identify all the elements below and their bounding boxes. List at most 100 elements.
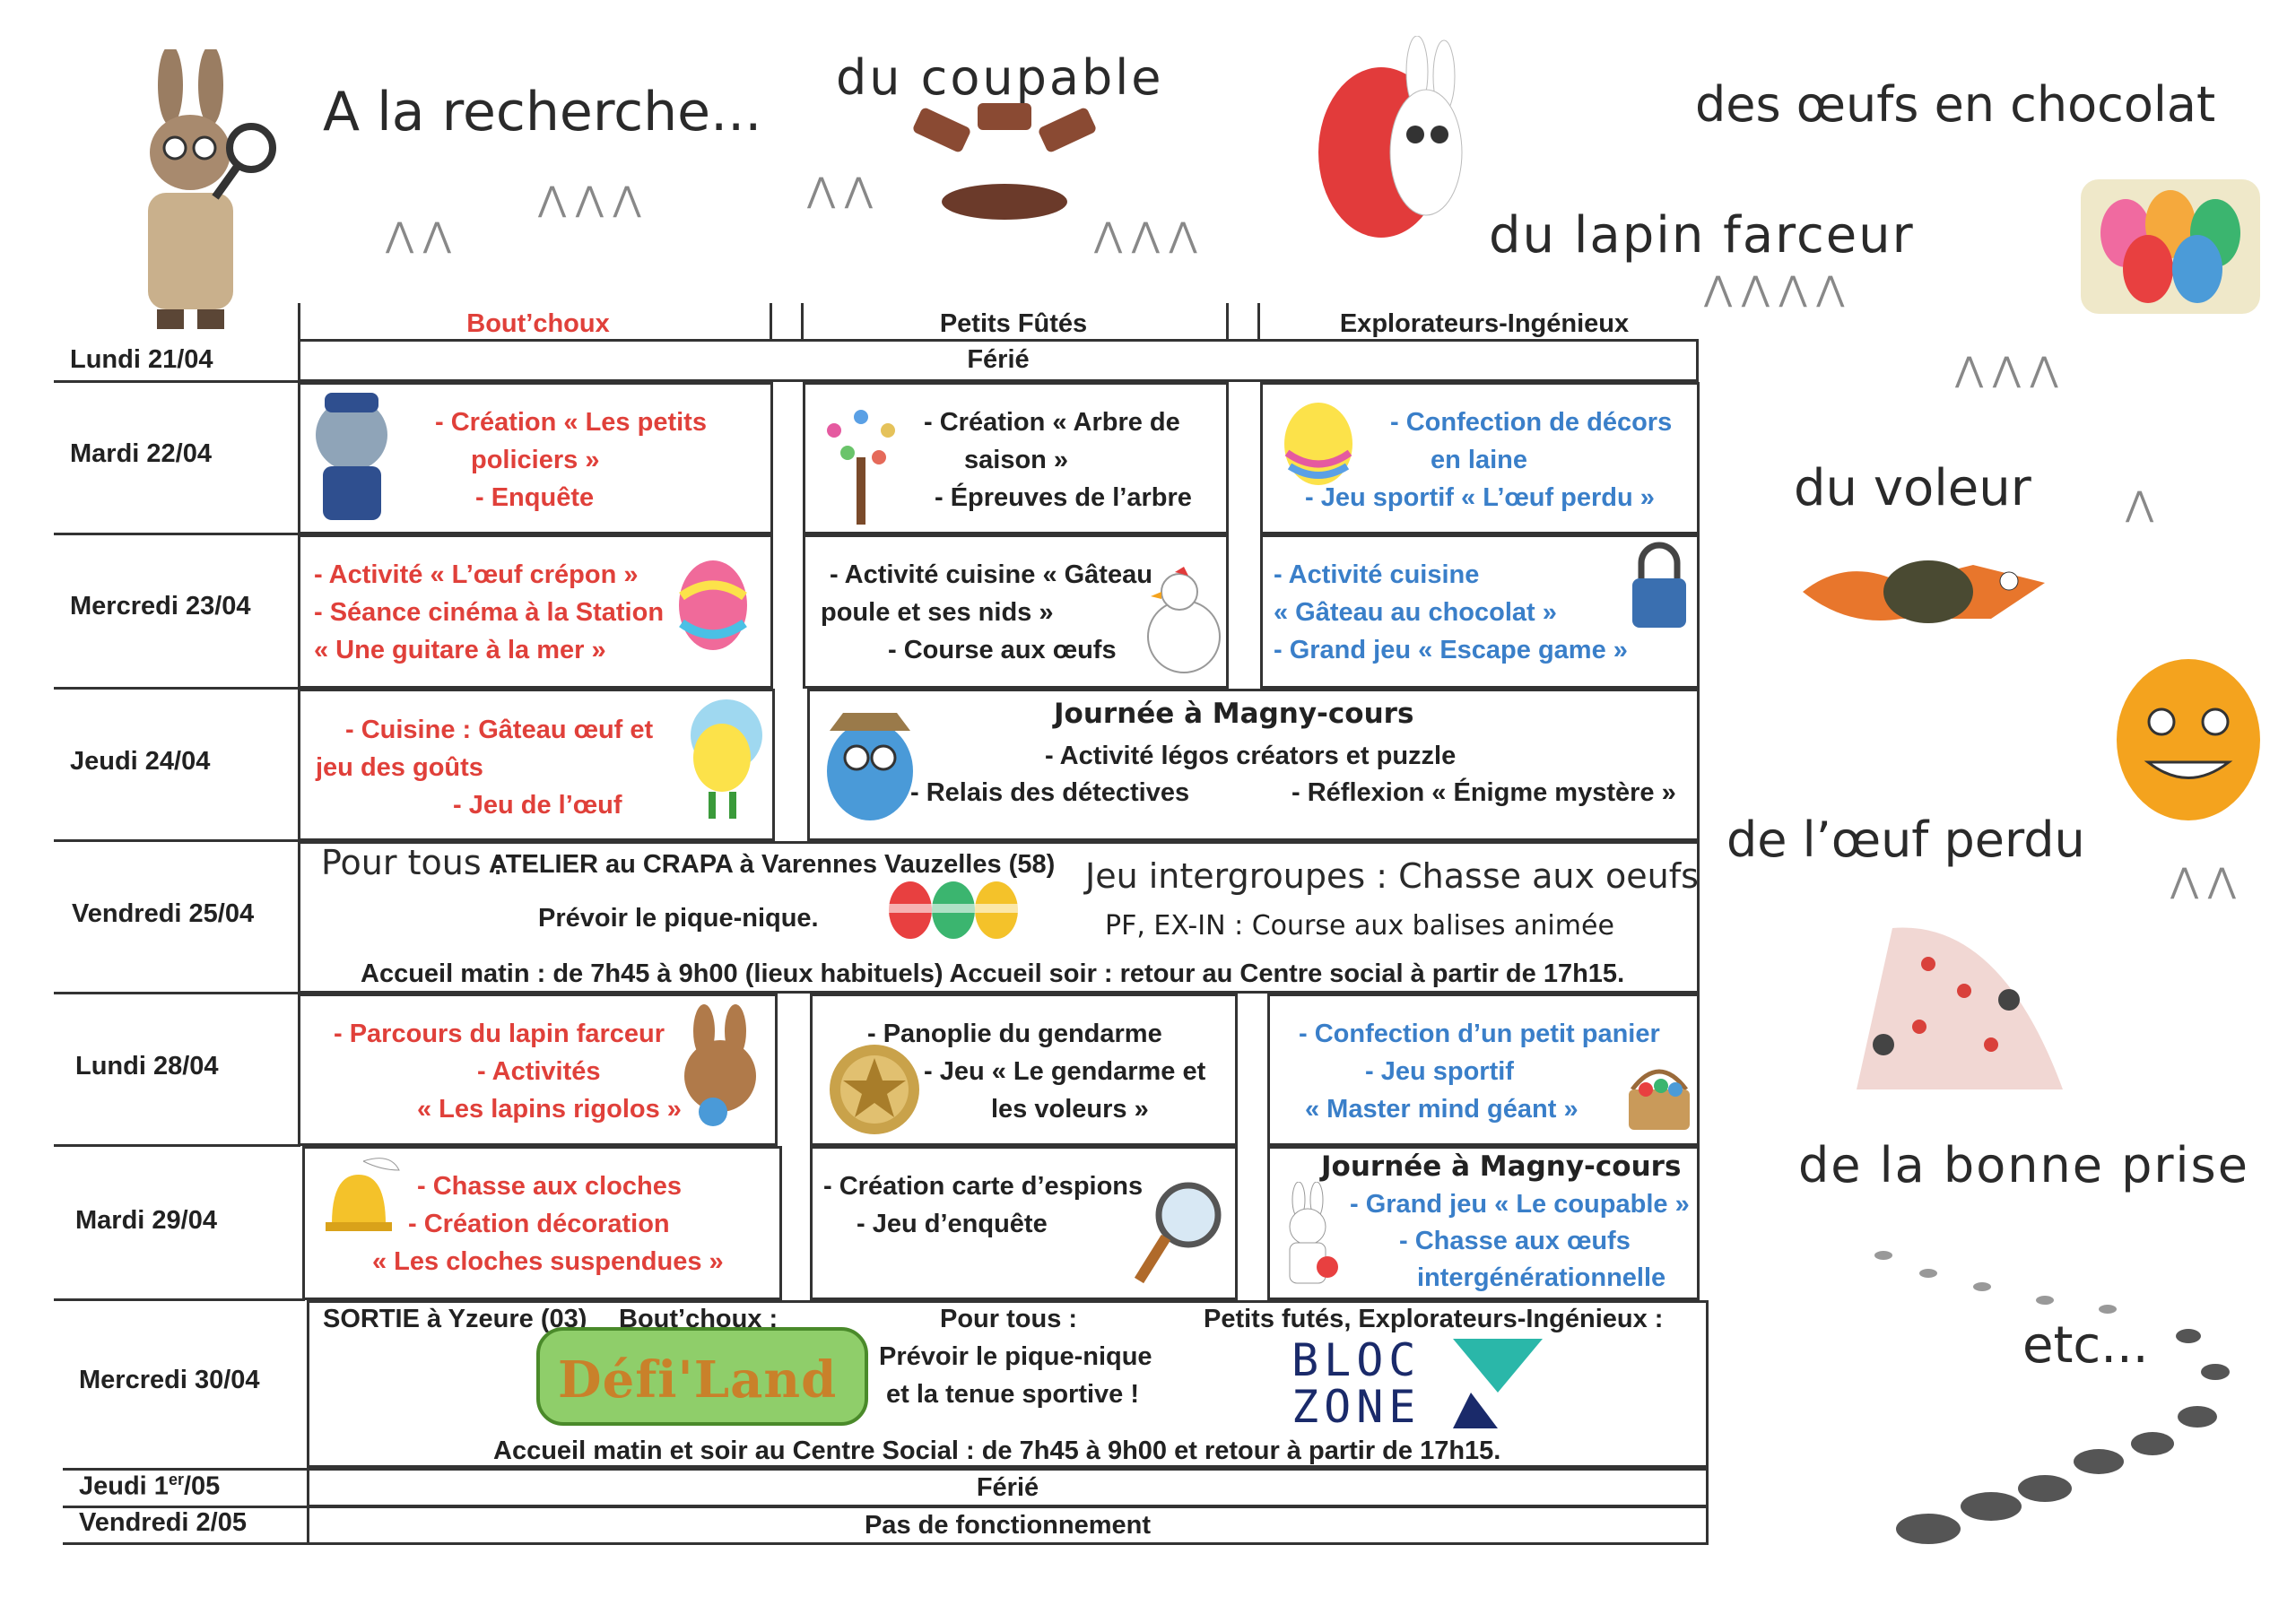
activity-text: - Course aux œufs — [888, 636, 1117, 664]
atelier-text: ATELIER au CRAPA à Varennes Vauzelles (5… — [489, 850, 1056, 879]
cell-petits-r3 — [803, 534, 1229, 689]
day-label: Mercredi 23/04 — [70, 592, 251, 621]
day-label: Lundi 21/04 — [70, 345, 213, 374]
cell-bout-r6 — [298, 994, 778, 1146]
activity-text: saison » — [964, 446, 1069, 474]
title-des-oeufs: des œufs en chocolat — [1695, 76, 2216, 133]
rabbit-egg-icon — [1318, 36, 1463, 238]
row-ferie-1 — [298, 339, 1699, 382]
row-pas-fonctionnement — [307, 1506, 1709, 1545]
row-ferie-text: Férié — [967, 345, 1030, 374]
group-header-petits: Petits Fûtés — [939, 309, 1088, 338]
activity-text: les voleurs » — [991, 1095, 1149, 1124]
activity-text: policiers » — [471, 446, 600, 474]
footprints-icon — [1874, 1251, 2230, 1544]
cell-petits-r2 — [803, 382, 1229, 534]
journee-title: Journée à Magny-cours — [1321, 1150, 1682, 1183]
magnifier-icon — [1134, 1182, 1222, 1284]
cell-bout-r7 — [302, 1146, 782, 1300]
activity-text: intergénérationnelle — [1417, 1263, 1666, 1292]
title-du-coupable: du coupable — [836, 49, 1164, 106]
day-label: Jeudi 1er/05 — [79, 1471, 221, 1501]
accueil-text: Accueil matin : de 7h45 à 9h00 (lieux ha… — [361, 959, 1625, 988]
prevoir-line-1: Prévoir le pique-nique — [879, 1342, 1152, 1371]
defiland-logo-text: Défi'Land — [558, 1350, 838, 1410]
day-label: Mercredi 30/04 — [79, 1366, 260, 1394]
journee-title: Journée à Magny-cours — [1054, 698, 1414, 730]
activity-text: « Les lapins rigolos » — [417, 1095, 682, 1124]
accueil-text: Accueil matin et soir au Centre Social :… — [493, 1436, 1501, 1465]
activity-text: - Activité légos créators et puzzle — [1045, 742, 1457, 770]
activity-text: - Chasse aux œufs — [1399, 1227, 1631, 1255]
jeu-intergroupes: Jeu intergroupes : Chasse aux oeufs — [1085, 856, 1699, 896]
activity-text: - Création « Les petits — [435, 408, 707, 437]
activity-text: - Activité cuisine — [1274, 560, 1480, 589]
activity-text: - Parcours du lapin farceur — [334, 1020, 665, 1048]
bell-icon — [326, 1158, 400, 1231]
activity-text: en laine — [1431, 446, 1527, 474]
activity-text: - Jeu sportif — [1365, 1057, 1514, 1086]
cell-explo-r7 — [1267, 1146, 1700, 1300]
activity-text: - Jeu « Le gendarme et — [924, 1057, 1206, 1086]
activity-text: - Jeu sportif « L’œuf perdu » — [1305, 483, 1655, 512]
bloczone-logo: BLOC ZONE — [1292, 1334, 1561, 1433]
activity-text: - Cuisine : Gâteau œuf et — [345, 716, 654, 744]
activity-text: - Création décoration — [408, 1210, 670, 1238]
activity-text: - Création carte d’espions — [823, 1172, 1144, 1201]
activity-text: - Jeu de l’œuf — [453, 791, 622, 820]
eggs-group-icon — [883, 881, 1022, 939]
day-label: Lundi 28/04 — [75, 1052, 219, 1081]
yarn-egg-icon — [1284, 403, 1352, 485]
pf-text: PF, EX-IN : Course aux balises animée — [1105, 910, 1614, 942]
rabbit-costume-icon — [1289, 1182, 1338, 1284]
activity-text: - Grand jeu « Le coupable » — [1350, 1190, 1690, 1219]
cell-bout-r3 — [298, 534, 773, 689]
activity-text: - Panoplie du gendarme — [867, 1020, 1162, 1048]
row-ferie-text: Férié — [976, 1473, 1039, 1502]
group-header-explo: Explorateurs-Ingénieux — [1339, 309, 1630, 338]
pf-ex-label: Petits futés, Explorateurs-Ingénieux : — [1204, 1305, 1664, 1333]
bloczone-logo-text: BLOC — [1292, 1334, 1422, 1386]
activity-text: « Les cloches suspendues » — [372, 1247, 724, 1276]
activity-text: - Chasse aux cloches — [417, 1172, 682, 1201]
detective-rabbit-icon — [148, 49, 276, 329]
cell-bout-r2 — [298, 382, 773, 534]
group-header-bout: Bout’choux — [466, 309, 610, 338]
sortie-text: SORTIE à Yzeure (03) — [323, 1305, 587, 1333]
bloczone-mark-icon — [1453, 1339, 1543, 1428]
activity-text: - Enquête — [475, 483, 595, 512]
cell-pour-tous-r5 — [298, 841, 1700, 994]
activity-text: « Une guitare à la mer » — [314, 636, 606, 664]
activity-text: « Master mind géant » — [1305, 1095, 1578, 1124]
detective-bird-icon — [827, 713, 913, 820]
bloczone-logo-text: ZONE — [1292, 1381, 1422, 1433]
egg-carton-icon — [2081, 179, 2260, 314]
row-pas-text: Pas de fonctionnement — [864, 1511, 1152, 1540]
title-a-la-recherche: A la recherche... — [323, 81, 762, 143]
pour-tous-label: Pour tous : — [940, 1305, 1078, 1333]
cell-explo-r3 — [1260, 534, 1700, 689]
activity-text: - Épreuves de l’arbre — [935, 483, 1192, 512]
activity-text: - Activité cuisine « Gâteau — [830, 560, 1152, 589]
cell-journee-r4 — [807, 689, 1700, 841]
day-label: Mardi 22/04 — [70, 439, 212, 468]
activity-text: poule et ses nids » — [821, 598, 1054, 627]
activity-text: - Confection d’un petit panier — [1299, 1020, 1660, 1048]
prevoir-line-2: et la tenue sportive ! — [886, 1380, 1140, 1409]
police-wolf-icon — [316, 393, 387, 520]
title-bonne-prise: de la bonne prise — [1798, 1137, 2249, 1193]
bird-track-icon: ⋀ ⋀ — [2170, 863, 2236, 900]
basket-icon — [1629, 1069, 1690, 1130]
crepe-egg-icon — [679, 560, 747, 650]
bird-track-icon: ⋀ ⋀ — [807, 172, 873, 210]
bird-track-icon: ⋀ ⋀ ⋀ — [538, 181, 641, 219]
pour-tous-label: Pour tous : — [321, 843, 504, 882]
bird-track-icon: ⋀ ⋀ ⋀ — [1094, 217, 1197, 255]
padlock-icon — [1632, 542, 1686, 628]
activity-text: - Grand jeu « Escape game » — [1274, 636, 1628, 664]
day-label: Vendredi 2/05 — [79, 1508, 247, 1537]
sheriff-badge-icon — [830, 1045, 919, 1134]
bird-track-icon: ⋀ — [2126, 486, 2154, 524]
prevoir-text: Prévoir le pique-nique. — [538, 904, 819, 933]
